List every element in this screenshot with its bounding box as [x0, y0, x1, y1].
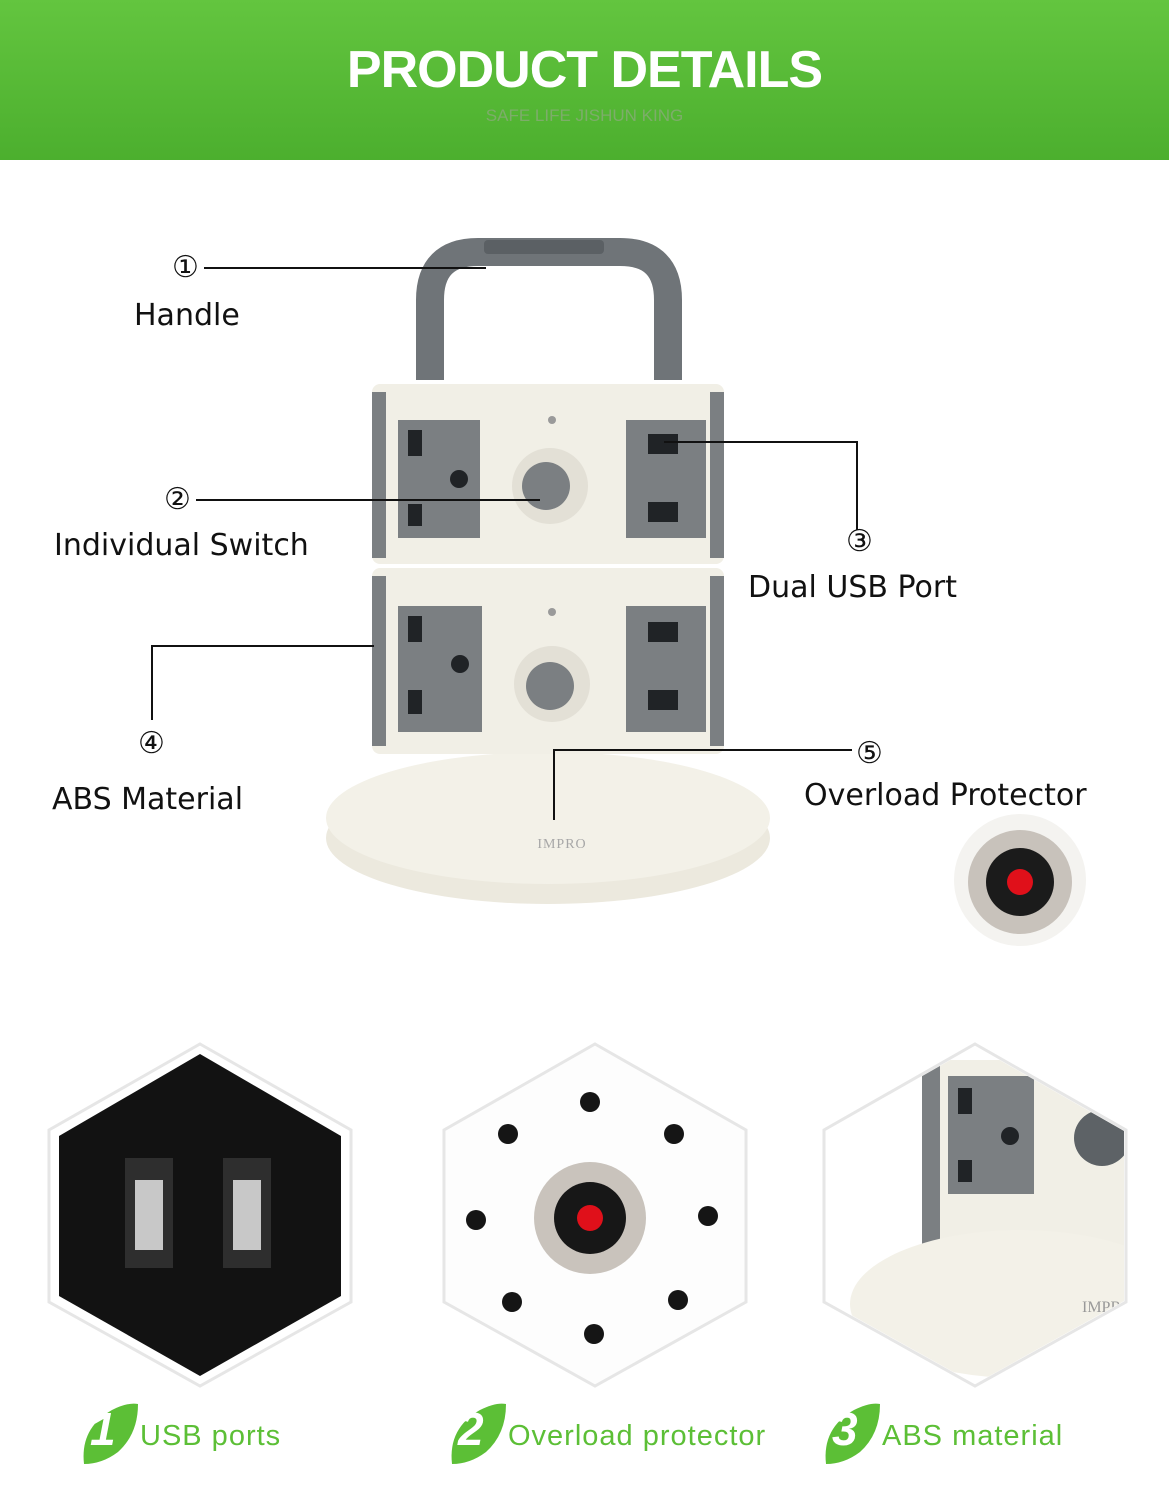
feature-label: Overload protector — [508, 1420, 767, 1452]
header-banner: PRODUCT DETAILS SAFE LIFE JISHUN KING — [0, 0, 1169, 160]
callout-label-overload-protector: Overload Protector — [804, 778, 1087, 813]
callout-number-5: ⑤ — [856, 736, 883, 771]
callout-number-1: ① — [172, 250, 199, 285]
usb-ports-hex-image — [45, 1040, 355, 1390]
feature-overload-protector: 2 Overload protector — [446, 1400, 806, 1470]
callout-label-abs-material: ABS Material — [52, 782, 244, 817]
feature-number: 1 — [90, 1403, 116, 1455]
feature-abs-material: 3 ABS material — [820, 1400, 1169, 1470]
feature-label: ABS material — [882, 1420, 1064, 1452]
overload-protector-hex-image — [440, 1040, 750, 1390]
brand-mark: IMPRO — [537, 837, 586, 852]
leaf-badge-icon — [83, 1403, 138, 1464]
banner-subtitle: SAFE LIFE JISHUN KING — [485, 106, 684, 125]
callout-label-individual-switch: Individual Switch — [54, 528, 309, 563]
feature-number: 2 — [458, 1403, 484, 1455]
abs-material-hex-image: IMPRO — [820, 1040, 1130, 1390]
feature-label: USB ports — [140, 1420, 282, 1452]
callout-number-3: ③ — [846, 524, 873, 559]
feature-number: 3 — [832, 1403, 858, 1455]
callout-number-2: ② — [164, 482, 191, 517]
feature-usb-ports: 1 USB ports — [78, 1400, 438, 1470]
leaf-badge-icon — [451, 1403, 506, 1464]
callout-label-dual-usb-port: Dual USB Port — [748, 570, 957, 605]
power-strip-illustration: IMPRO — [151, 238, 1086, 946]
banner-title: PRODUCT DETAILS — [346, 41, 823, 99]
leaf-badge-icon — [825, 1403, 880, 1464]
callout-label-handle: Handle — [134, 298, 240, 333]
callout-number-4: ④ — [138, 726, 165, 761]
